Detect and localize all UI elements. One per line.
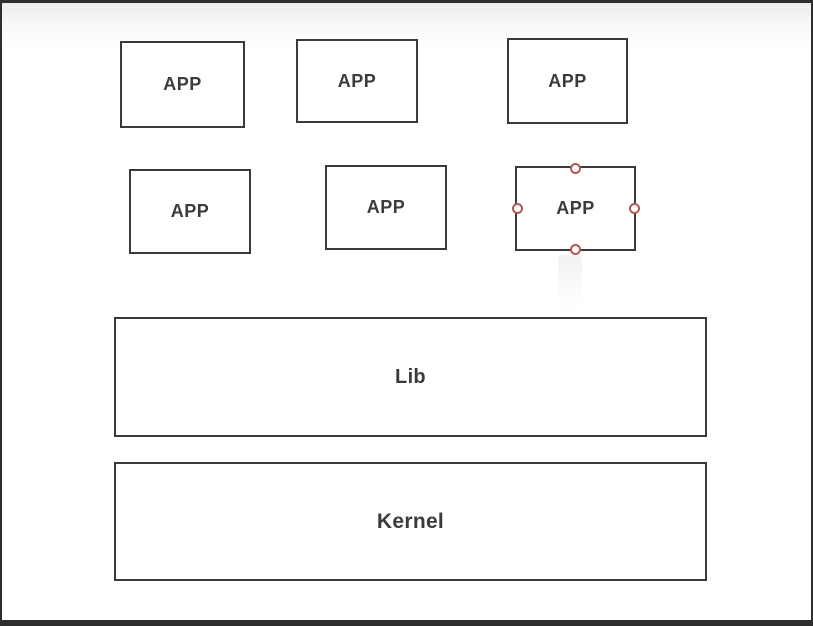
- kernel-layer-shape[interactable]: Kernel: [114, 462, 707, 581]
- resize-handle-bottom[interactable]: [570, 243, 581, 255]
- resize-handle-left[interactable]: [511, 203, 523, 214]
- app-shape-6-selected[interactable]: APP: [511, 162, 640, 255]
- shape-label: APP: [366, 197, 406, 217]
- resize-handle-top[interactable]: [570, 162, 581, 174]
- shape-label: APP: [163, 74, 202, 94]
- app-shape-1[interactable]: APP: [120, 41, 245, 128]
- shape-label: APP: [548, 70, 587, 91]
- app-shape-4[interactable]: APP: [129, 169, 251, 254]
- lib-layer-shape[interactable]: Lib: [114, 317, 707, 437]
- ghost-smudge-artifact: [558, 255, 582, 313]
- shape-label: APP: [337, 70, 377, 91]
- resize-handle-right[interactable]: [628, 203, 640, 214]
- shape-label: APP: [556, 198, 595, 218]
- shape-label: Lib: [395, 365, 426, 388]
- app-shape-3[interactable]: APP: [507, 38, 628, 124]
- shape-label: Kernel: [376, 509, 445, 533]
- app-shape-5[interactable]: APP: [325, 165, 447, 250]
- app-shape-2[interactable]: APP: [296, 39, 418, 123]
- shape-label: APP: [170, 201, 210, 221]
